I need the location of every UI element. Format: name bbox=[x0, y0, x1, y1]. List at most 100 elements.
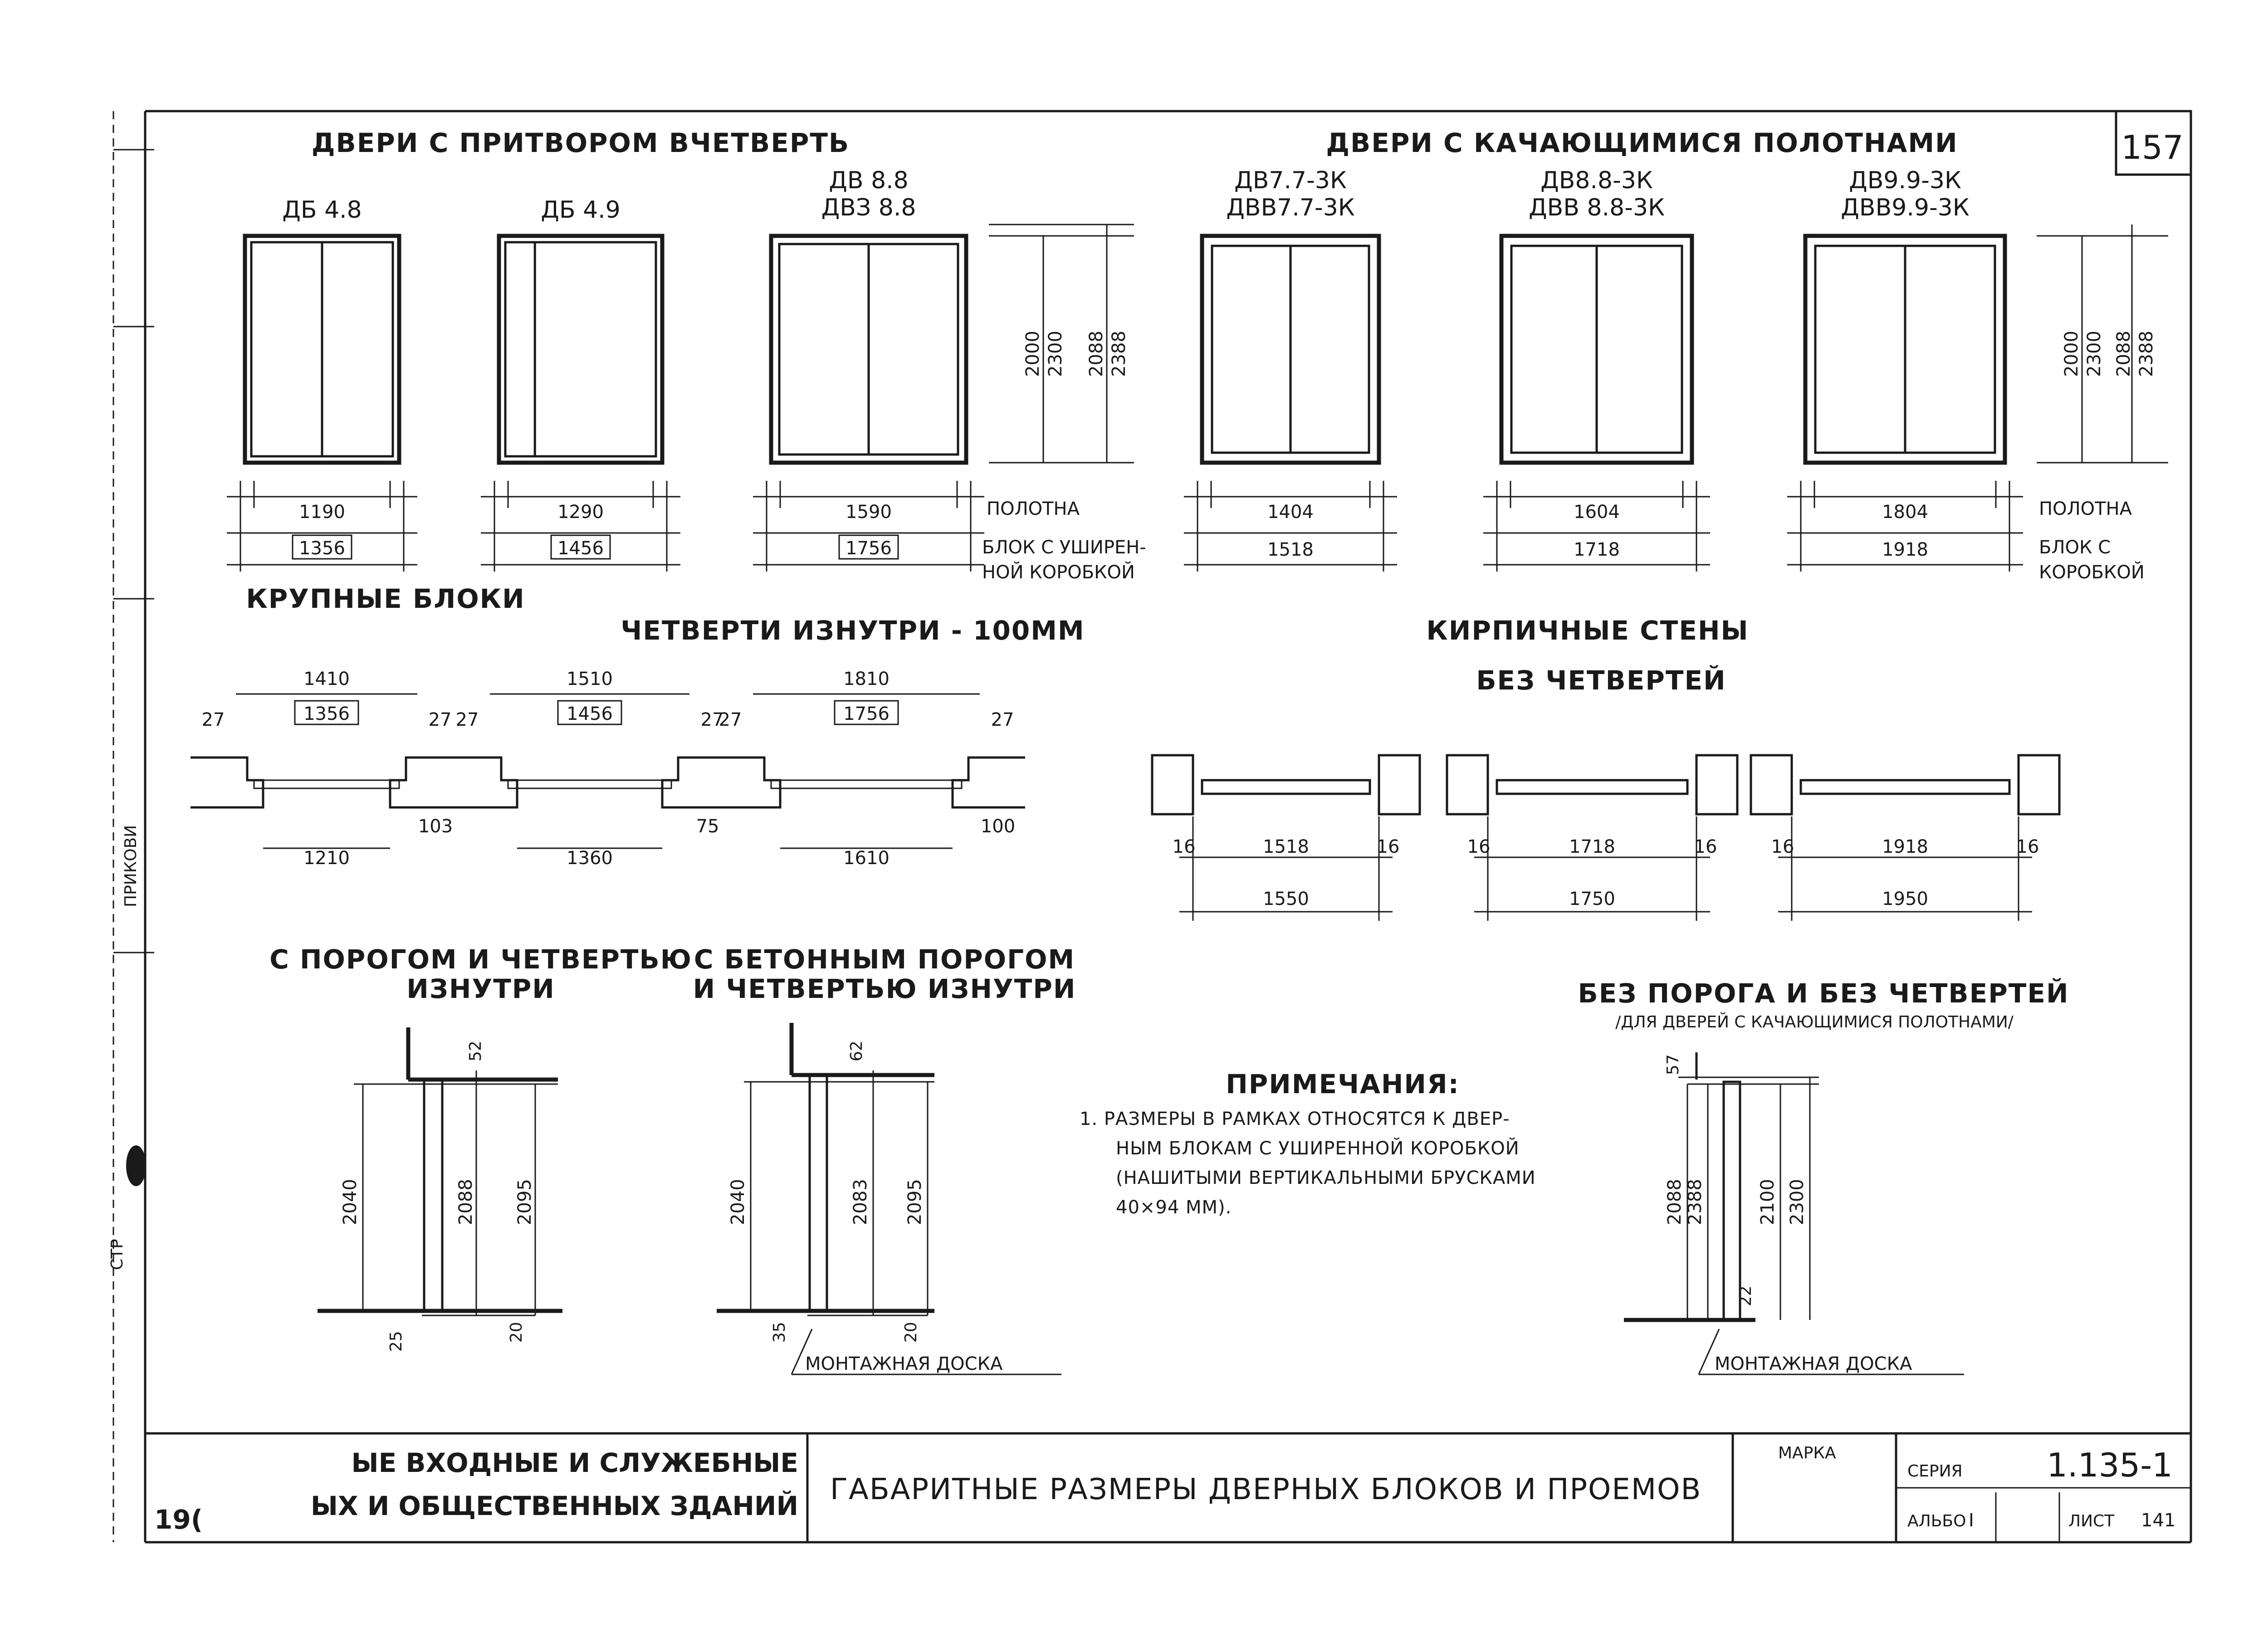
height-dims-right bbox=[2037, 225, 2168, 464]
door-frame bbox=[1803, 234, 2007, 465]
side-dim-right: 16 bbox=[1694, 836, 1717, 857]
door-mark-line2: ДВВ 8.8-3К bbox=[1529, 194, 1665, 221]
notes-line-4: 40×94 ММ). bbox=[1116, 1197, 1232, 1218]
block-width: 1456 bbox=[557, 538, 604, 559]
margin-text-2: ПРИКОВИ bbox=[122, 825, 140, 907]
heading-quarters-inside: ЧЕТВЕРТИ ИЗНУТРИ - 100ММ bbox=[621, 615, 1085, 646]
door-mark-line1: ДВ9.9-3К bbox=[1849, 167, 1961, 194]
tb-sheet-label: ЛИСТ bbox=[2068, 1512, 2115, 1530]
door-block-plan bbox=[770, 779, 963, 789]
door-mark-line2: ДВВ7.7-3К bbox=[1226, 194, 1354, 221]
side-dim-left: 16 bbox=[1771, 836, 1794, 857]
tb-album-label: АЛЬБО bbox=[1907, 1512, 1966, 1530]
section-concrete-sill bbox=[717, 1023, 1061, 1375]
opening-dim: 1750 bbox=[1569, 889, 1615, 909]
brick-wall-left bbox=[1750, 754, 1793, 816]
label-right-block-1: БЛОК С bbox=[2039, 537, 2111, 558]
bottom-dim: 1210 bbox=[303, 848, 350, 869]
s2-label: МОНТАЖНАЯ ДОСКА bbox=[805, 1354, 1003, 1374]
wall-left bbox=[191, 756, 264, 809]
s3-h4: 2300 bbox=[1787, 1179, 1808, 1225]
s3-h1: 2088 bbox=[1664, 1179, 1685, 1225]
label-left-block-2: НОЙ КОРОБКОЙ bbox=[982, 561, 1135, 583]
brick-wall-right bbox=[1695, 754, 1739, 816]
sheet-number: 157 bbox=[2121, 128, 2183, 166]
leaf-width: 1290 bbox=[557, 502, 604, 523]
block-width-box bbox=[550, 534, 611, 560]
block-width: 1918 bbox=[1882, 539, 1928, 560]
door-frame bbox=[1499, 234, 1694, 465]
side-dim-right: 16 bbox=[1377, 836, 1400, 857]
heading-swing-doors: ДВЕРИ С КАЧАЮЩИМИСЯ ПОЛОТНАМИ bbox=[1326, 127, 1958, 158]
heading-sill-quarter-1: С ПОРОГОМ И ЧЕТВЕРТЬЮ bbox=[269, 944, 692, 975]
heading-no-sill-2: /ДЛЯ ДВЕРЕЙ С КАЧАЮЩИМИСЯ ПОЛОТНАМИ/ bbox=[1615, 1012, 2014, 1031]
s2-top: 62 bbox=[847, 1041, 866, 1061]
block-dim: 1918 bbox=[1882, 836, 1928, 857]
top-dim: 1510 bbox=[567, 669, 613, 689]
quarter-dim: 75 bbox=[696, 816, 719, 837]
s3-label: МОНТАЖНАЯ ДОСКА bbox=[1715, 1354, 1912, 1374]
door-mark-line1: ДБ 4.9 bbox=[541, 196, 621, 224]
door-leaf-outline bbox=[504, 241, 657, 458]
door-mark-line1: ДВ7.7-3К bbox=[1234, 167, 1347, 194]
s1-h1: 2040 bbox=[340, 1179, 361, 1225]
tb-series-label: СЕРИЯ bbox=[1907, 1462, 1963, 1481]
door-block-plan bbox=[507, 779, 672, 789]
s3-h2: 2388 bbox=[1685, 1179, 1706, 1225]
bottom-dim: 1360 bbox=[567, 848, 613, 869]
heading-no-quarters: БЕЗ ЧЕТВЕРТЕЙ bbox=[1476, 665, 1726, 696]
frame bbox=[112, 110, 2192, 1544]
s2-b1: 35 bbox=[770, 1322, 789, 1343]
door-mark-line1: ДВ 8.8 bbox=[829, 167, 909, 194]
label-left-leaves: ПОЛОТНА bbox=[987, 499, 1080, 519]
door-frame bbox=[497, 234, 665, 465]
boxed-dim: 1356 bbox=[303, 704, 350, 724]
s1-b2: 20 bbox=[507, 1322, 526, 1343]
height-dim-l1: 2000 bbox=[1022, 331, 1043, 377]
brick-wall-left bbox=[1151, 754, 1194, 816]
brick-wall-right bbox=[2017, 754, 2061, 816]
leaf-width: 1604 bbox=[1574, 502, 1620, 523]
height-dim-l3: 2088 bbox=[1086, 331, 1107, 377]
bottom-dim: 1610 bbox=[843, 848, 890, 869]
s2-b2: 20 bbox=[902, 1322, 920, 1343]
wall-left bbox=[445, 756, 518, 809]
section-sill-quarter bbox=[318, 1027, 562, 1316]
side-left-dim: 27 bbox=[202, 709, 225, 730]
block-dim: 1518 bbox=[1263, 836, 1309, 857]
door-frame bbox=[1200, 234, 1381, 465]
heading-brick-walls: КИРПИЧНЫЕ СТЕНЫ bbox=[1426, 615, 1749, 646]
s2-h1: 2040 bbox=[728, 1179, 748, 1225]
tb-title: ГАБАРИТНЫЕ РАЗМЕРЫ ДВЕРНЫХ БЛОКОВ И ПРОЕ… bbox=[830, 1473, 1701, 1506]
opening-dim: 1550 bbox=[1263, 889, 1309, 909]
s3-h3: 2100 bbox=[1757, 1179, 1778, 1225]
top-dim: 1810 bbox=[843, 669, 890, 689]
s1-h2: 2088 bbox=[455, 1179, 476, 1225]
quarter-dim: 103 bbox=[418, 816, 453, 837]
s1-b1: 25 bbox=[387, 1331, 406, 1352]
height-dim-l4: 2388 bbox=[1109, 331, 1129, 377]
block-width: 1756 bbox=[846, 538, 892, 559]
label-left-block-1: БЛОК С УШИРЕН- bbox=[982, 537, 1146, 558]
opening-dim: 1950 bbox=[1882, 889, 1928, 909]
block-dim: 1718 bbox=[1569, 836, 1615, 857]
top-dim: 1410 bbox=[303, 669, 350, 689]
tb-left-line-2: ЫХ И ОБЩЕСТВЕННЫХ ЗДАНИЙ bbox=[311, 1490, 798, 1521]
heading-concrete-sill-1: С БЕТОННЫМ ПОРОГОМ bbox=[694, 944, 1075, 975]
brick-door-block bbox=[1496, 779, 1689, 795]
side-dim-left: 16 bbox=[1467, 836, 1491, 857]
leaf-width: 1404 bbox=[1267, 502, 1314, 523]
side-right-dim: 27 bbox=[991, 709, 1014, 730]
height-dim-r2: 2300 bbox=[2084, 331, 2105, 377]
brick-wall-right bbox=[1378, 754, 1421, 816]
wall-right bbox=[661, 756, 735, 809]
